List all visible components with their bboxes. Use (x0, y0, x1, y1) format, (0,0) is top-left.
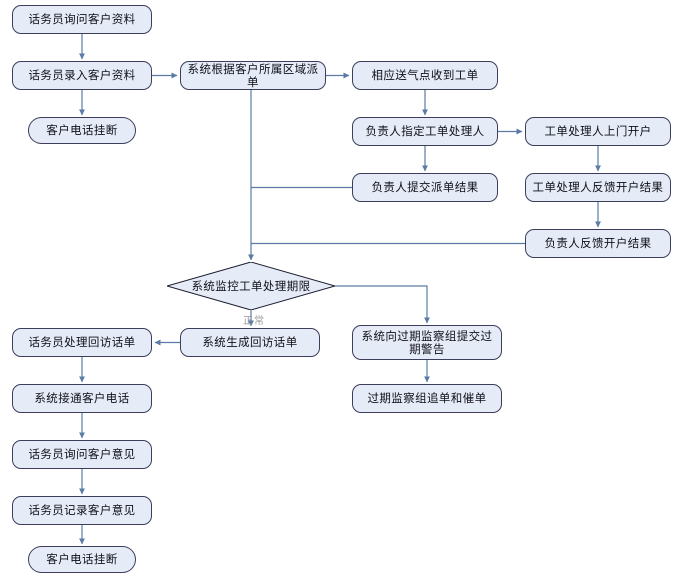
flow-node-label: 客户电话挂断 (46, 552, 118, 566)
flow-node-n11[interactable]: 系统监控工单处理期限 (167, 262, 335, 310)
flow-node-label: 系统根据客户所属区域派单 (187, 61, 319, 89)
flow-node-label: 相应送气点收到工单 (371, 68, 479, 82)
flow-node-label: 话务员询问客户意见 (28, 447, 136, 461)
flow-node-n10[interactable]: 负责人反馈开户结果 (525, 229, 671, 258)
flow-node-n1[interactable]: 话务员询问客户资料 (12, 5, 152, 34)
flow-node-label: 过期监察组追单和催单 (367, 391, 487, 405)
flow-node-label: 负责人提交派单结果 (371, 180, 479, 194)
flow-node-label: 话务员录入客户资料 (28, 68, 136, 82)
flow-node-n8[interactable]: 工单处理人上门开户 (525, 117, 671, 146)
flow-node-label: 系统向过期监察组提交过期警告 (361, 328, 493, 356)
flow-node-n9[interactable]: 工单处理人反馈开户结果 (525, 173, 671, 202)
flow-node-n13[interactable]: 系统向过期监察组提交过期警告 (352, 325, 502, 360)
flow-node-n3[interactable]: 客户电话挂断 (28, 117, 136, 144)
flow-node-label: 系统生成回访话单 (202, 335, 298, 349)
edge-label-el1: 正常 (243, 316, 265, 327)
flow-node-n15[interactable]: 话务员处理回访话单 (12, 328, 152, 357)
flow-node-n16[interactable]: 系统接通客户电话 (12, 384, 152, 413)
flow-node-n17[interactable]: 话务员询问客户意见 (12, 440, 152, 469)
flow-node-label: 系统接通客户电话 (34, 391, 130, 405)
flow-node-label: 工单处理人反馈开户结果 (532, 180, 664, 194)
flow-node-n19[interactable]: 客户电话挂断 (28, 546, 136, 573)
flow-node-label: 话务员询问客户资料 (28, 12, 136, 26)
edge-n11-n13 (335, 285, 430, 324)
flow-node-n4[interactable]: 系统根据客户所属区域派单 (180, 61, 326, 90)
flow-node-label: 负责人指定工单处理人 (365, 124, 485, 138)
flow-node-n18[interactable]: 话务员记录客户意见 (12, 496, 152, 525)
flow-node-n7[interactable]: 负责人提交派单结果 (352, 173, 498, 202)
flow-node-n2[interactable]: 话务员录入客户资料 (12, 61, 152, 90)
flow-node-label: 系统监控工单处理期限 (191, 278, 311, 293)
flow-node-label: 工单处理人上门开户 (544, 124, 652, 138)
flow-node-n5[interactable]: 相应送气点收到工单 (352, 61, 498, 90)
flow-node-label: 话务员处理回访话单 (28, 335, 136, 349)
flow-node-label: 负责人反馈开户结果 (544, 236, 652, 250)
flow-node-n12[interactable]: 系统生成回访话单 (180, 328, 320, 357)
flow-node-n6[interactable]: 负责人指定工单处理人 (352, 117, 498, 146)
diamond-shape (167, 262, 335, 310)
flow-node-label: 话务员记录客户意见 (28, 503, 136, 517)
flow-node-label: 客户电话挂断 (46, 123, 118, 137)
flow-node-n14[interactable]: 过期监察组追单和催单 (352, 384, 502, 413)
